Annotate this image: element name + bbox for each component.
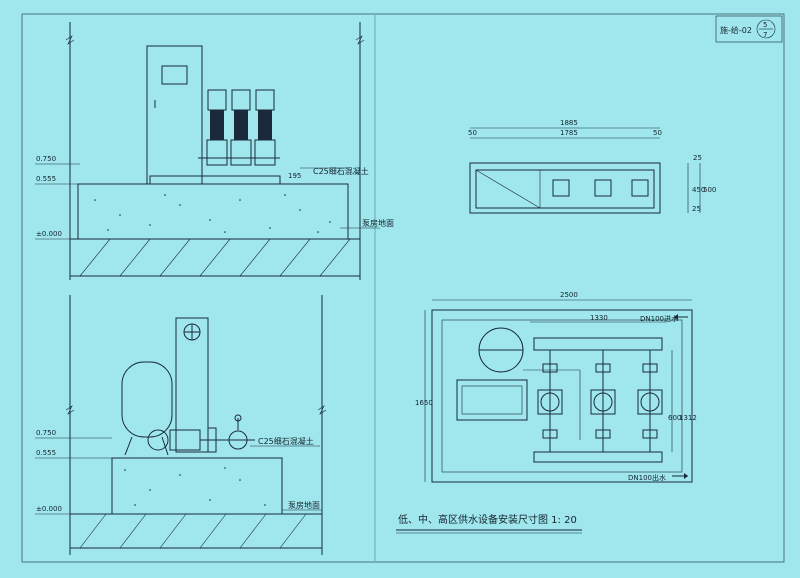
sheet-number-block: 施-给-02 5 7 xyxy=(715,15,783,43)
side-concrete-base xyxy=(111,457,283,515)
concrete-base xyxy=(77,183,349,240)
dim-1885: 1885 xyxy=(560,119,578,127)
dim-25-bottom: 25 xyxy=(692,205,701,213)
room-outline xyxy=(431,309,693,483)
sheet-code: 施-给-02 xyxy=(720,25,752,35)
level-0555-bottom: 0.555 xyxy=(36,449,56,457)
outlet-header xyxy=(533,451,663,463)
floor-slab xyxy=(69,238,361,277)
pressure-tank xyxy=(121,361,173,438)
side-cabinet xyxy=(175,317,209,453)
level-0000-top: ±0.000 xyxy=(36,230,62,238)
pump-plan-2 xyxy=(590,350,616,452)
dim-25-top: 25 xyxy=(693,154,702,162)
pump-unit-1 xyxy=(206,89,228,166)
floor-note-bottom: 泵房地面 xyxy=(288,500,320,510)
level-0750-bottom: 0.750 xyxy=(36,429,56,437)
pump-unit-2 xyxy=(230,89,252,166)
inlet-header xyxy=(533,337,663,351)
pump-pad-2 xyxy=(594,179,612,197)
base-outline xyxy=(469,162,661,214)
floor-note-top: 泵房地面 xyxy=(362,218,394,228)
cabinet-window xyxy=(161,65,188,85)
pump-pad-1 xyxy=(552,179,570,197)
pump-pad-3 xyxy=(631,179,649,197)
pump-plan-3 xyxy=(637,350,663,452)
dim-1650: 1650 xyxy=(415,399,433,407)
level-0555-top: 0.555 xyxy=(36,175,56,183)
dim-2500: 2500 xyxy=(560,291,578,299)
inlet-label: DN100进水 xyxy=(640,314,678,323)
dim-1312: 1312 xyxy=(679,414,697,422)
dim-195: 195 xyxy=(288,172,301,180)
base-plan-view: 1885 50 1785 50 25 450 500 25 xyxy=(468,119,716,214)
pump-plan-1 xyxy=(537,350,563,452)
dim-450: 450 xyxy=(692,186,705,194)
bottom-elevation-view: 0.750 0.555 ±0.000 C25细石混凝土 泵房地面 xyxy=(35,295,327,555)
dim-600: 600 xyxy=(668,414,681,422)
sheet-index-top: 5 xyxy=(763,21,767,29)
sheet-border xyxy=(21,13,785,563)
top-elevation-view: 0.750 0.555 ±0.000 195 C25细石混凝土 泵房地面 xyxy=(35,22,394,280)
concrete-note-top: C25细石混凝土 xyxy=(313,166,369,176)
level-0000-bottom: ±0.000 xyxy=(36,505,62,513)
dim-50-left: 50 xyxy=(468,129,477,137)
outlet-label: DN100出水 xyxy=(628,473,666,482)
level-0750-top: 0.750 xyxy=(36,155,56,163)
drawing-caption: 低、中、高区供水设备安装尺寸图 1: 20 xyxy=(398,513,577,526)
dim-1330: 1330 xyxy=(590,314,608,322)
dim-500: 500 xyxy=(703,186,716,194)
equipment-plan-view: 2500 1330 1650 xyxy=(415,291,697,483)
pump-unit-3 xyxy=(254,89,276,166)
dim-50-right: 50 xyxy=(653,129,662,137)
dim-1785: 1785 xyxy=(560,129,578,137)
sheet-index-bottom: 7 xyxy=(763,31,767,39)
concrete-note-bottom: C25细石混凝土 xyxy=(258,436,314,446)
control-cabinet xyxy=(146,45,203,185)
cabinet-plan xyxy=(456,379,528,421)
